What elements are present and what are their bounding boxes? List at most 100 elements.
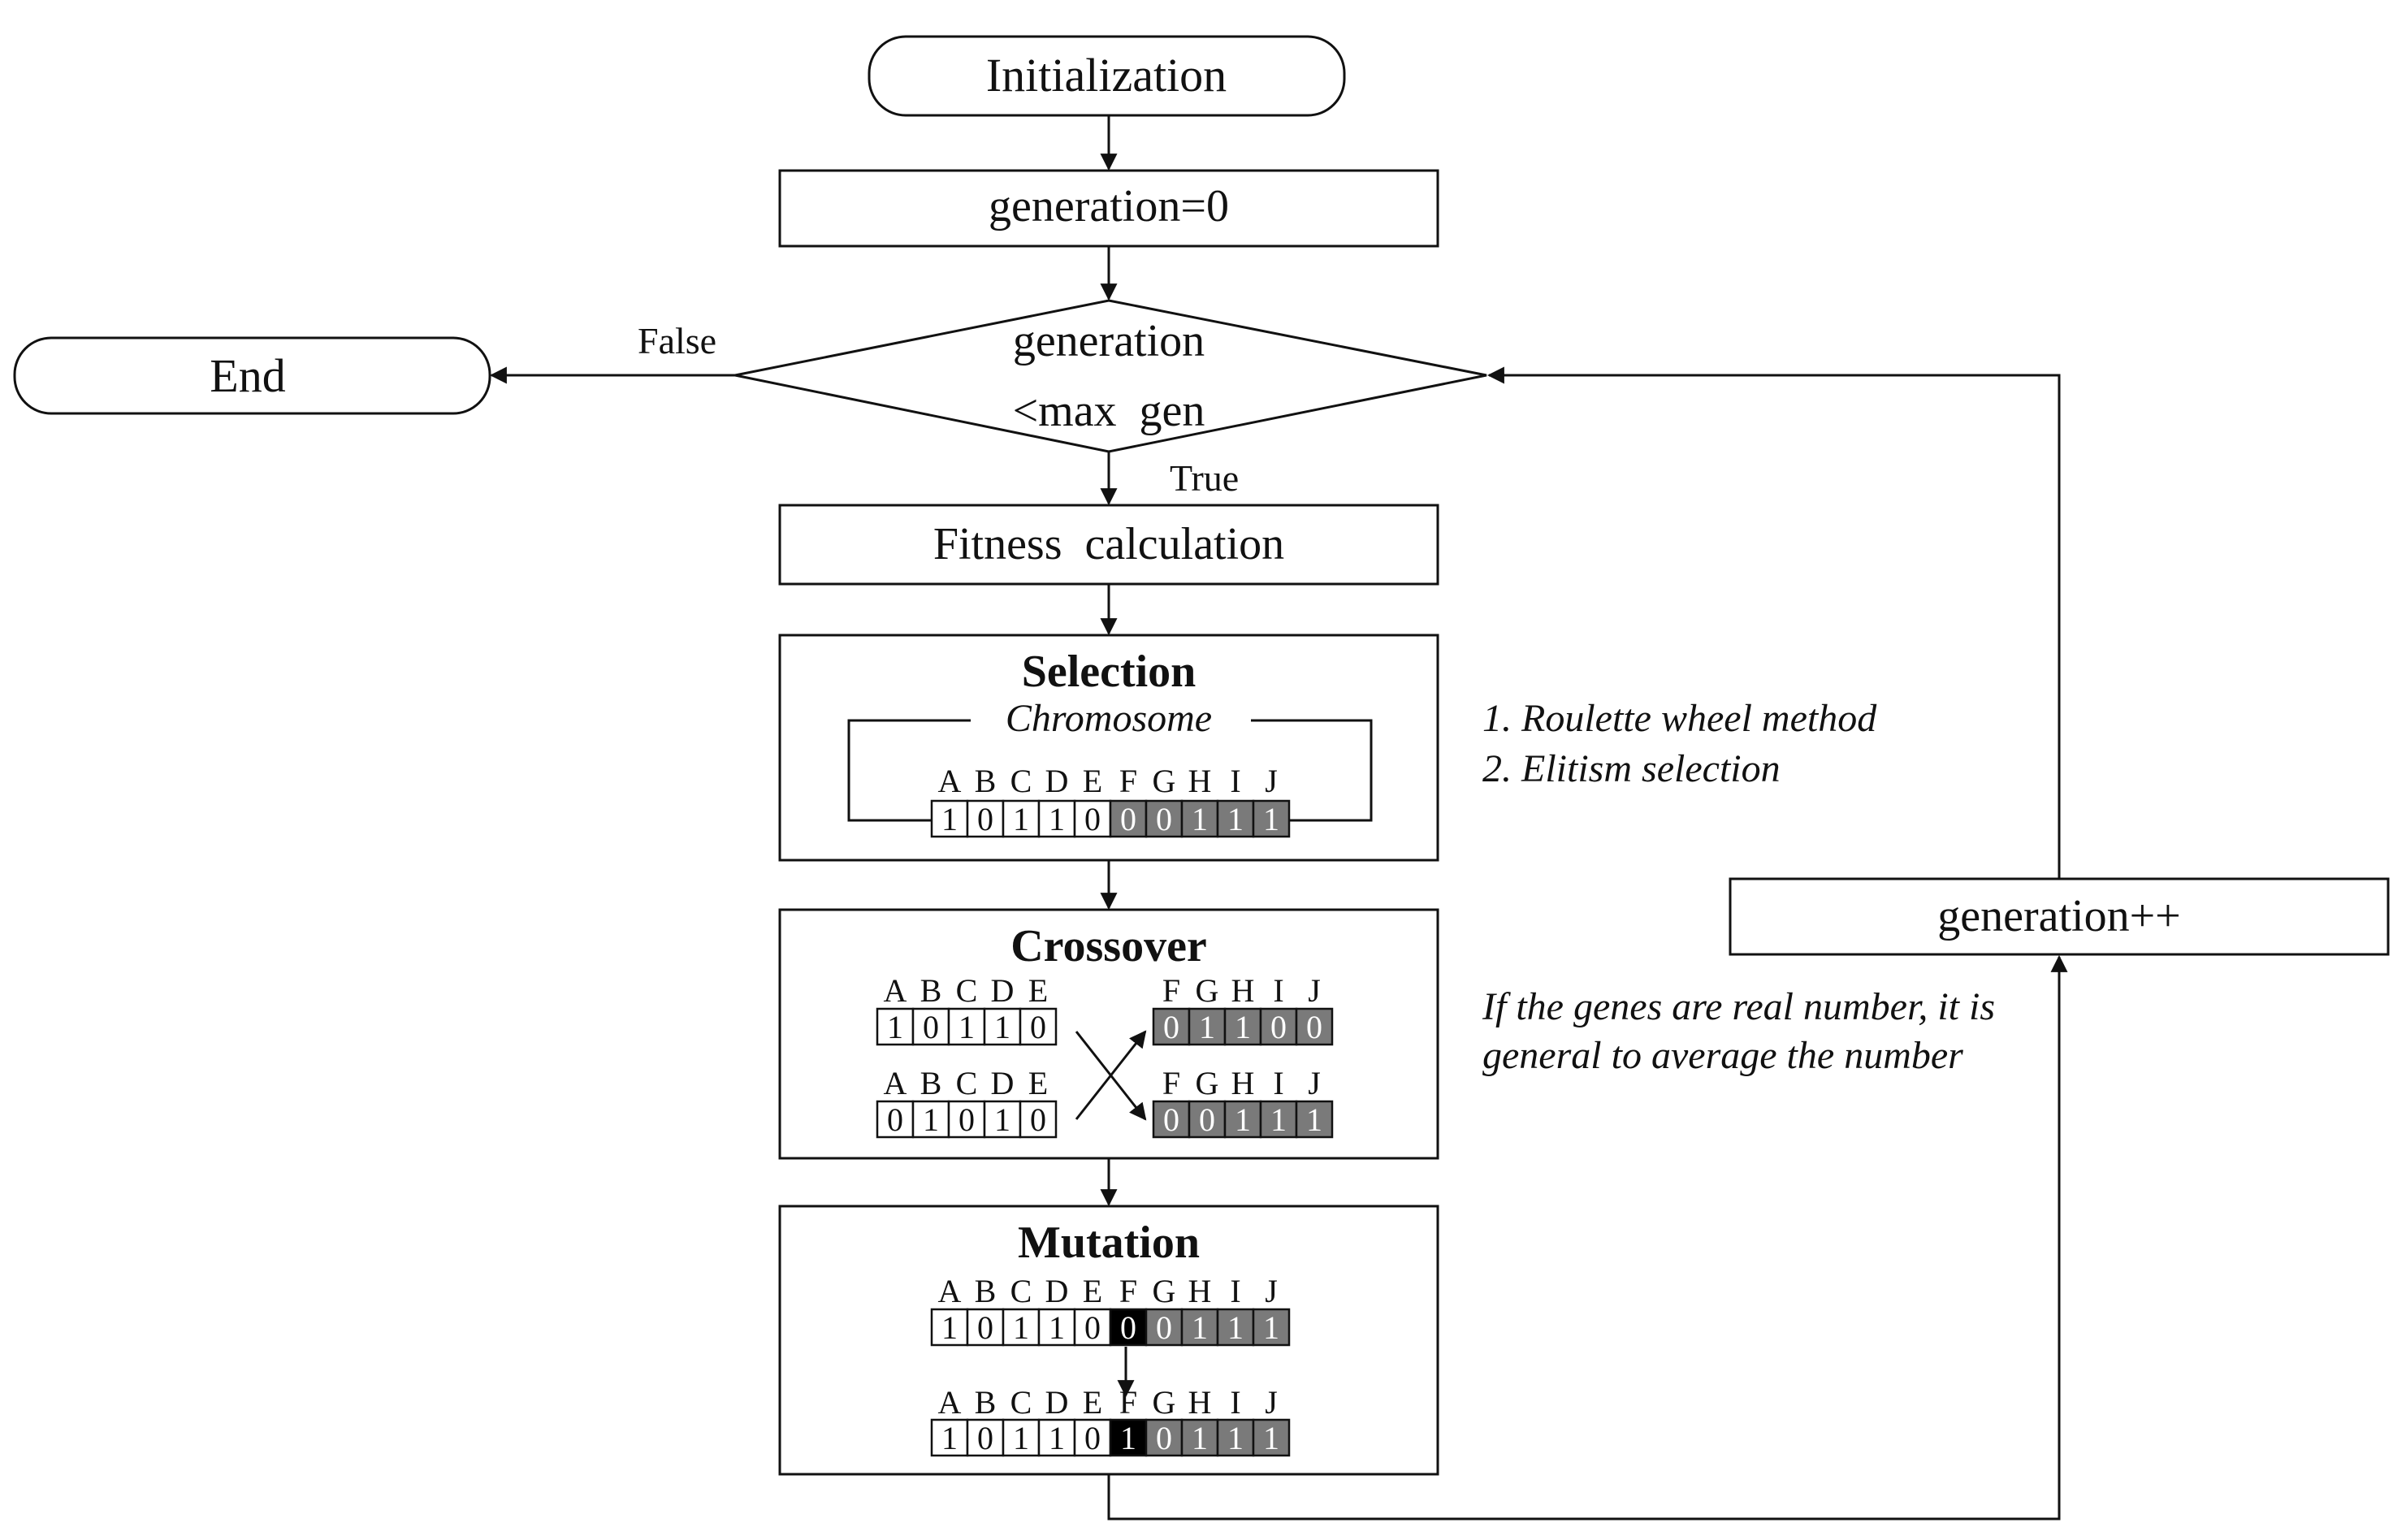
- crossover-p1-left-gene-letter: B: [920, 972, 942, 1009]
- mutation-after-gene-cell: [1073, 1418, 1112, 1457]
- crossover-p1-left-gene-cell: [876, 1007, 915, 1046]
- crossover-p2-left-gene-value: 0: [1030, 1101, 1046, 1138]
- selection-gene-letter: E: [1083, 763, 1102, 799]
- mutation-before-gene-value: 0: [1120, 1309, 1136, 1346]
- crossover-p2-right-gene-letter: F: [1162, 1065, 1180, 1101]
- crossover-p2-left-gene-letter: D: [991, 1065, 1015, 1101]
- crossover-p1-right-gene-value: 1: [1199, 1009, 1215, 1045]
- mutation-after-gene-letter: A: [938, 1384, 962, 1421]
- selection-gene-value: 1: [1013, 801, 1029, 837]
- crossover-p2-right-gene-letter: I: [1273, 1065, 1283, 1101]
- mutation-after-gene-cell: [1002, 1418, 1041, 1457]
- arrow-mutation-to-increment: [1107, 954, 2068, 1521]
- crossover-p2-left-gene-cell: [876, 1100, 915, 1139]
- mutation-after-gene-value: 1: [1227, 1420, 1244, 1456]
- mutation-before-gene-letter: A: [938, 1273, 962, 1309]
- crossover-p1-left-gene-value: 0: [1030, 1009, 1046, 1045]
- mutation-after-gene-value: 1: [1049, 1420, 1065, 1456]
- crossover-p2-left-gene-value: 0: [959, 1101, 975, 1138]
- crossover-p1-left-gene-cell: [911, 1007, 950, 1046]
- mutation-after-gene-letter: B: [975, 1384, 997, 1421]
- crossover-p2-right-gene-value: 1: [1270, 1101, 1287, 1138]
- crossover-note-2: general to average the number: [1482, 1034, 1963, 1077]
- crossover-note-1: If the genes are real number, it is: [1482, 985, 1995, 1028]
- mutation-before-gene-value: 1: [1192, 1309, 1208, 1346]
- mutation-before-gene-value: 0: [1084, 1309, 1101, 1346]
- mutation-after-gene-cell: [1145, 1418, 1184, 1457]
- false-edge-label: False: [638, 320, 716, 361]
- crossover-p2-left-gene-cell: [983, 1100, 1022, 1139]
- crossover-p2-left-gene-letter: C: [956, 1065, 978, 1101]
- mutation-before-gene-letter: E: [1083, 1273, 1102, 1309]
- mutation-after-gene-value: 1: [1192, 1420, 1208, 1456]
- mutation-before-gene-cell: [1252, 1308, 1291, 1347]
- crossover-p2-left-gene-value: 1: [923, 1101, 939, 1138]
- crossover-p2-left-gene-letter: E: [1028, 1065, 1048, 1101]
- crossover-p1-right-gene-value: 0: [1163, 1009, 1179, 1045]
- mutation-after-gene-letter: D: [1045, 1384, 1069, 1421]
- mutation-after-gene-cell: [1037, 1418, 1076, 1457]
- mutation-before-gene-letter: C: [1010, 1273, 1032, 1309]
- mutation-after-gene-value: 0: [977, 1420, 993, 1456]
- crossover-p2-right-gene-value: 0: [1199, 1101, 1215, 1138]
- crossover-p1-right-gene-cell: [1188, 1007, 1227, 1046]
- crossover-p1-right-gene-letter: J: [1308, 972, 1321, 1009]
- crossover-p1-left-gene-letter: A: [884, 972, 907, 1009]
- mutation-after-gene-letter: F: [1119, 1384, 1137, 1421]
- mutation-after-gene-value: 1: [941, 1420, 958, 1456]
- selection-gene-value: 0: [1156, 801, 1172, 837]
- crossover-arrow-down: [1075, 1031, 1147, 1121]
- selection-gene-value: 1: [1049, 801, 1065, 837]
- mutation-before-gene-letter: H: [1188, 1273, 1212, 1309]
- generation-init-box: [778, 169, 1439, 248]
- chromosome-label: Chromosome: [1006, 697, 1212, 740]
- crossover-p1-right-gene-cell: [1259, 1007, 1298, 1046]
- crossover-p1-right-gene-letter: G: [1196, 972, 1219, 1009]
- crossover-p1-left-gene-value: 1: [887, 1009, 903, 1045]
- mutation-before-gene-letter: B: [975, 1273, 997, 1309]
- arrow-increment-to-condition: [1486, 366, 2061, 879]
- selection-gene-cell: [1037, 799, 1076, 838]
- selection-gene-value: 0: [977, 801, 993, 837]
- crossover-p2-left-gene-letter: A: [884, 1065, 907, 1101]
- crossover-p2-right-gene-letter: H: [1231, 1065, 1255, 1101]
- crossover-p2-left-gene-letter: B: [920, 1065, 942, 1101]
- end-label: End: [210, 349, 285, 402]
- crossover-p2-left-gene-cell: [1019, 1100, 1058, 1139]
- mutation-before-gene-cell: [1216, 1308, 1255, 1347]
- crossover-p1-right-gene-value: 0: [1306, 1009, 1322, 1045]
- mutation-after-gene-cell: [1109, 1418, 1148, 1457]
- mutation-before-gene-letter: G: [1153, 1273, 1176, 1309]
- mutation-before-gene-letter: F: [1119, 1273, 1137, 1309]
- selection-title: Selection: [1022, 647, 1197, 697]
- selection-gene-value: 1: [1192, 801, 1208, 837]
- crossover-p1-right-gene-letter: F: [1162, 972, 1180, 1009]
- mutation-before-gene-cell: [1002, 1308, 1041, 1347]
- mutation-after-gene-letter: E: [1083, 1384, 1102, 1421]
- mutation-after-gene-value: 1: [1120, 1420, 1136, 1456]
- mutation-before-gene-value: 1: [941, 1309, 958, 1346]
- mutation-after-gene-value: 1: [1263, 1420, 1279, 1456]
- crossover-p2-right-gene-cell: [1188, 1100, 1227, 1139]
- condition-label-line1: generation: [1013, 316, 1205, 366]
- crossover-p1-left-gene-cell: [1019, 1007, 1058, 1046]
- crossover-p1-left-gene-letter: D: [991, 972, 1015, 1009]
- selection-gene-cell: [1002, 799, 1041, 838]
- mutation-after-gene-value: 0: [1156, 1420, 1172, 1456]
- mutation-before-gene-cell: [1180, 1308, 1219, 1347]
- crossover-p2-right-gene-cell: [1295, 1100, 1334, 1139]
- crossover-p1-left-gene-value: 1: [959, 1009, 975, 1045]
- mutation-after-gene-value: 1: [1013, 1420, 1029, 1456]
- condition-label-line2: <max gen: [1013, 386, 1205, 436]
- generation-increment-box: [1729, 877, 2390, 956]
- selection-gene-letter: J: [1265, 763, 1278, 799]
- mutation-before-gene-cell: [930, 1308, 969, 1347]
- fitness-label: Fitness calculation: [933, 519, 1284, 569]
- initialization-terminal: [868, 35, 1346, 117]
- crossover-p1-left-gene-cell: [947, 1007, 986, 1046]
- crossover-p2-right-gene-letter: G: [1196, 1065, 1219, 1101]
- mutation-before-gene-letter: J: [1265, 1273, 1278, 1309]
